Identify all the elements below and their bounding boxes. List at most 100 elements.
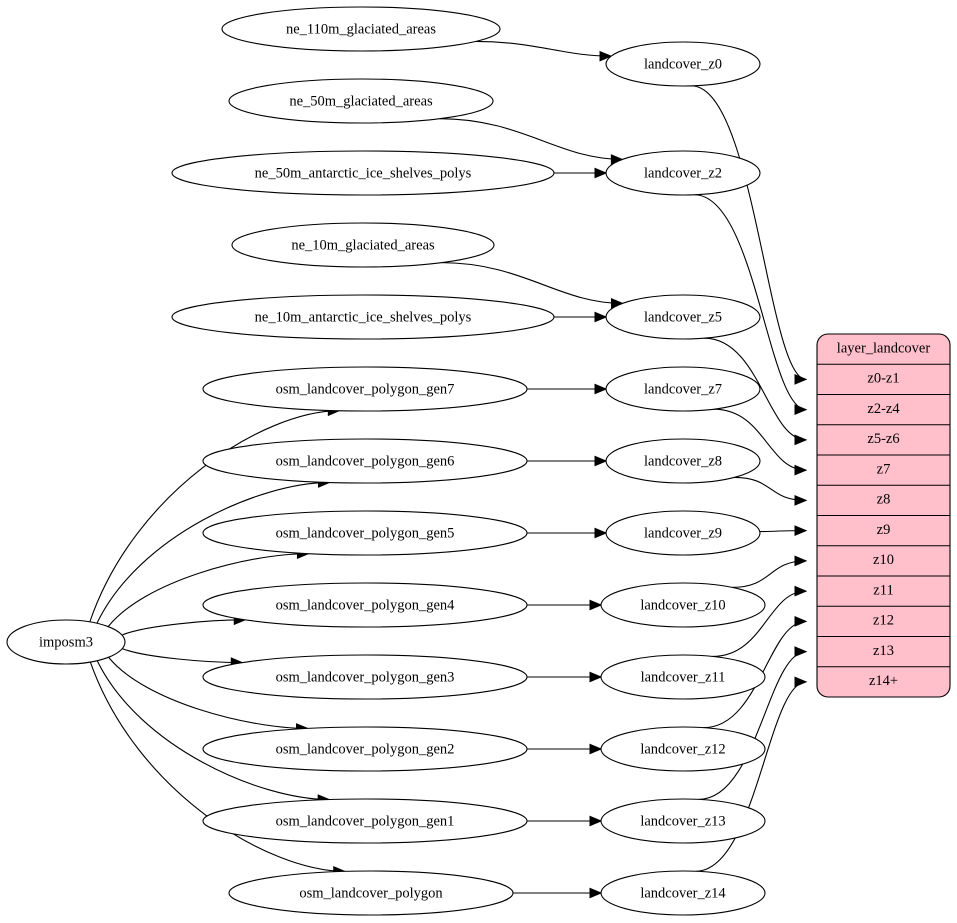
node-label-lz13: landcover_z13 xyxy=(640,813,725,829)
edge-ne50a-to-lz2 xyxy=(554,167,608,179)
edge-line xyxy=(695,681,807,872)
edge-line xyxy=(89,410,340,623)
edge-line xyxy=(439,118,623,160)
record-row-label-z11: z11 xyxy=(873,582,893,598)
edge-arrowhead xyxy=(794,616,808,627)
edge-arrowhead xyxy=(794,464,808,476)
node-label-lz11: landcover_z11 xyxy=(641,669,726,685)
source-node-ellipse xyxy=(202,654,528,700)
layer-node-ellipse xyxy=(600,654,766,700)
edge-osm4-to-lz10 xyxy=(527,599,603,611)
node-imposm3[interactable]: imposm3 xyxy=(6,619,126,665)
node-osm2[interactable]: osm_landcover_polygon_gen2 xyxy=(202,726,528,772)
node-label-lz9: landcover_z9 xyxy=(644,525,722,541)
edge-arrowhead xyxy=(589,671,603,683)
node-lz14[interactable]: landcover_z14 xyxy=(600,870,766,916)
record-row-label-z14+: z14+ xyxy=(869,673,898,689)
node-lz5[interactable]: landcover_z5 xyxy=(605,294,761,340)
node-lz9[interactable]: landcover_z9 xyxy=(605,510,761,556)
node-label-lz12: landcover_z12 xyxy=(640,741,725,757)
record-node-layer-landcover[interactable]: layer_landcoverz0-z1z2-z4z5-z6z7z8z9z10z… xyxy=(816,333,951,698)
layer-node-ellipse xyxy=(605,41,761,87)
source-node-ellipse xyxy=(231,222,495,268)
edge-osm5-to-lz9 xyxy=(527,527,608,539)
node-label-ne50g: ne_50m_glaciated_areas xyxy=(289,93,433,109)
edge-line xyxy=(89,661,345,872)
record-row-label-z2-z4: z2-z4 xyxy=(867,401,900,417)
node-osm1[interactable]: osm_landcover_polygon_gen1 xyxy=(202,798,528,844)
edge-osm6-to-lz8 xyxy=(527,455,608,467)
node-lz12[interactable]: landcover_z12 xyxy=(600,726,766,772)
node-lz11[interactable]: landcover_z11 xyxy=(600,654,766,700)
node-label-lz2: landcover_z2 xyxy=(644,165,722,181)
node-lz8[interactable]: landcover_z8 xyxy=(605,438,761,484)
node-osm0[interactable]: osm_landcover_polygon xyxy=(228,870,514,916)
edge-imposm3-to-osm4 xyxy=(121,614,247,636)
node-osm4[interactable]: osm_landcover_polygon_gen4 xyxy=(202,582,528,628)
node-label-lz5: landcover_z5 xyxy=(644,309,722,325)
edge-line xyxy=(704,337,807,441)
source-node-ellipse xyxy=(228,78,494,124)
node-osm6[interactable]: osm_landcover_polygon_gen6 xyxy=(202,438,528,484)
edge-arrowhead xyxy=(794,646,808,657)
node-osm3[interactable]: osm_landcover_polygon_gen3 xyxy=(202,654,528,700)
edge-arrowhead xyxy=(794,555,808,567)
record-node-layer: layer_landcoverz0-z1z2-z4z5-z6z7z8z9z10z… xyxy=(816,333,951,698)
edge-osm3-to-lz11 xyxy=(527,671,603,683)
root-node-ellipse xyxy=(6,619,126,665)
edge-arrowhead xyxy=(794,585,808,597)
node-ne10a[interactable]: ne_10m_antarctic_ice_shelves_polys xyxy=(171,294,555,340)
edge-arrowhead xyxy=(589,599,603,611)
edge-arrowhead xyxy=(794,434,808,446)
edge-arrowhead xyxy=(794,676,808,688)
node-lz2[interactable]: landcover_z2 xyxy=(605,150,761,196)
node-label-ne10a: ne_10m_antarctic_ice_shelves_polys xyxy=(255,309,472,325)
record-row-label-z5-z6: z5-z6 xyxy=(867,431,899,447)
record-row-label-z9: z9 xyxy=(877,522,891,538)
edge-osm1-to-lz13 xyxy=(527,815,603,827)
layer-node-ellipse xyxy=(600,798,766,844)
node-ne50g[interactable]: ne_50m_glaciated_areas xyxy=(228,78,494,124)
record-header-label: layer_landcover xyxy=(837,340,931,356)
record-row-label-z7: z7 xyxy=(877,461,891,477)
edge-lz11-to-record-z11 xyxy=(712,585,808,658)
node-lz0[interactable]: landcover_z0 xyxy=(605,41,761,87)
edge-line xyxy=(96,660,330,801)
edge-line xyxy=(698,651,807,800)
edge-lz10-to-record-z10 xyxy=(732,555,808,588)
edge-ne110-to-lz0 xyxy=(475,40,613,62)
record-row-label-z0-z1: z0-z1 xyxy=(867,371,899,387)
source-node-ellipse xyxy=(202,510,528,556)
edge-lz13-to-record-z13 xyxy=(698,646,808,800)
node-label-lz10: landcover_z10 xyxy=(640,597,725,613)
edge-line xyxy=(108,656,308,729)
layer-node-ellipse xyxy=(600,726,766,772)
edge-osm7-to-lz7 xyxy=(527,383,608,395)
record-row-label-z12: z12 xyxy=(873,613,894,629)
layer-node-ellipse xyxy=(600,870,766,916)
layer-node-ellipse xyxy=(605,294,761,340)
node-osm5[interactable]: osm_landcover_polygon_gen5 xyxy=(202,510,528,556)
node-label-osm3: osm_landcover_polygon_gen3 xyxy=(276,669,455,685)
edge-arrowhead xyxy=(594,167,608,179)
node-osm7[interactable]: osm_landcover_polygon_gen7 xyxy=(202,366,528,412)
node-label-lz14: landcover_z14 xyxy=(640,885,726,901)
node-lz10[interactable]: landcover_z10 xyxy=(600,582,766,628)
node-ne110[interactable]: ne_110m_glaciated_areas xyxy=(221,6,501,52)
node-label-ne50a: ne_50m_antarctic_ice_shelves_polys xyxy=(255,165,472,181)
record-row-label-z8: z8 xyxy=(877,492,891,508)
nodes-layer: ne_110m_glaciated_areas ne_50m_glaciated_… xyxy=(6,6,766,916)
edge-lz2-to-record-z2-z4 xyxy=(694,194,808,415)
edge-lz7-to-record-z7 xyxy=(713,408,808,476)
node-ne10g[interactable]: ne_10m_glaciated_areas xyxy=(231,222,495,268)
node-lz13[interactable]: landcover_z13 xyxy=(600,798,766,844)
edge-lz0-to-record-z0-z1 xyxy=(691,85,808,385)
node-lz7[interactable]: landcover_z7 xyxy=(605,366,761,412)
edge-arrowhead xyxy=(589,743,603,755)
edge-lz8-to-record-z8 xyxy=(734,476,808,506)
node-label-osm7: osm_landcover_polygon_gen7 xyxy=(276,381,455,397)
edge-arrowhead xyxy=(589,815,603,827)
node-ne50a[interactable]: ne_50m_antarctic_ice_shelves_polys xyxy=(171,150,555,196)
layer-node-ellipse xyxy=(605,150,761,196)
